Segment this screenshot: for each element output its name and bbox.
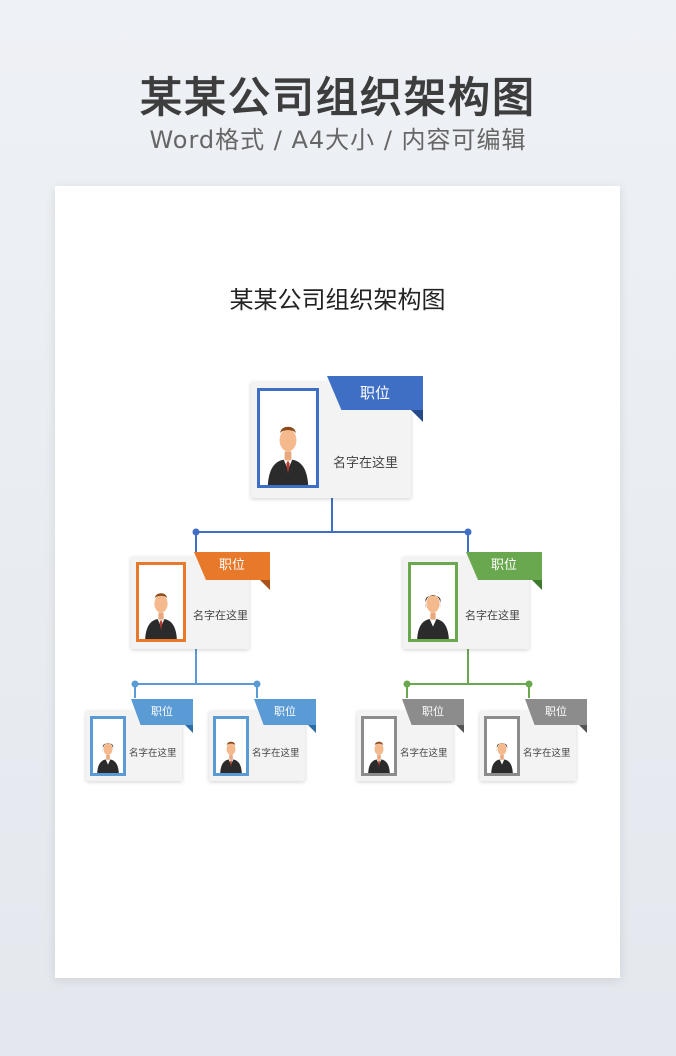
person-name: 名字在这里 [465,609,520,622]
person-name: 名字在这里 [252,748,300,759]
page-title: 某某公司组织架构图 [139,73,536,122]
role-label: 职位 [274,705,296,718]
org-node-left-child-2[interactable]: 职位名字在这里 [209,699,316,781]
connector-dot-left-child1 [131,680,139,688]
connector-dot-right-child1 [403,680,411,688]
org-node-left[interactable]: 职位名字在这里 [131,552,270,649]
role-banner: 职位 [525,699,587,725]
banner-fold [308,725,316,733]
org-node-right-child-2[interactable]: 职位名字在这里 [480,699,587,781]
avatar-frame [484,716,520,776]
banner-fold [411,410,423,422]
role-label: 职位 [490,558,517,573]
male-avatar-icon [139,565,183,639]
female-avatar-icon [93,719,123,773]
role-label: 职位 [218,558,245,573]
person-name: 名字在这里 [523,748,571,759]
banner-fold [456,725,464,733]
banner-fold [579,725,587,733]
org-node-right-child-1[interactable]: 职位名字在这里 [357,699,464,781]
role-banner: 职位 [254,699,316,725]
page-subtitle: Word格式 / A4大小 / 内容可编辑 [149,126,527,154]
avatar-frame [213,716,249,776]
document-title: 某某公司组织架构图 [229,286,446,314]
avatar-frame [90,716,126,776]
banner-fold [260,580,270,590]
role-banner: 职位 [402,699,464,725]
avatar-frame [136,562,186,642]
person-name: 名字在这里 [193,609,248,622]
banner-fold [532,580,542,590]
role-banner: 职位 [131,699,193,725]
role-label: 职位 [151,705,173,718]
connector-lines [131,498,533,698]
avatar-frame [361,716,397,776]
male-avatar-icon [260,391,316,485]
role-banner: 职位 [466,552,542,580]
org-node-left-child-1[interactable]: 职位名字在这里 [86,699,193,781]
connector-dot-left-child2 [253,680,261,688]
female-avatar-icon [411,565,455,639]
role-label: 职位 [359,384,390,402]
banner-fold [185,725,193,733]
avatar-frame [408,562,458,642]
connector-dot-right [464,528,472,536]
male-avatar-icon [216,719,246,773]
document-page: 某某公司组织架构图 职位名字在这里 职位名字在这里 职位名字在这里 职位名字在这… [55,186,620,978]
connector-dot-left [192,528,200,536]
role-banner: 职位 [327,376,423,410]
female-avatar-icon [487,719,517,773]
org-node-top[interactable]: 职位名字在这里 [251,376,423,498]
person-name: 名字在这里 [400,748,448,759]
person-name: 名字在这里 [129,748,177,759]
male-avatar-icon [364,719,394,773]
role-banner: 职位 [194,552,270,580]
connector-dot-right-child2 [525,680,533,688]
person-name: 名字在这里 [333,456,399,471]
role-label: 职位 [422,705,444,718]
org-node-right[interactable]: 职位名字在这里 [403,552,542,649]
avatar-frame [257,388,319,488]
role-label: 职位 [545,705,567,718]
